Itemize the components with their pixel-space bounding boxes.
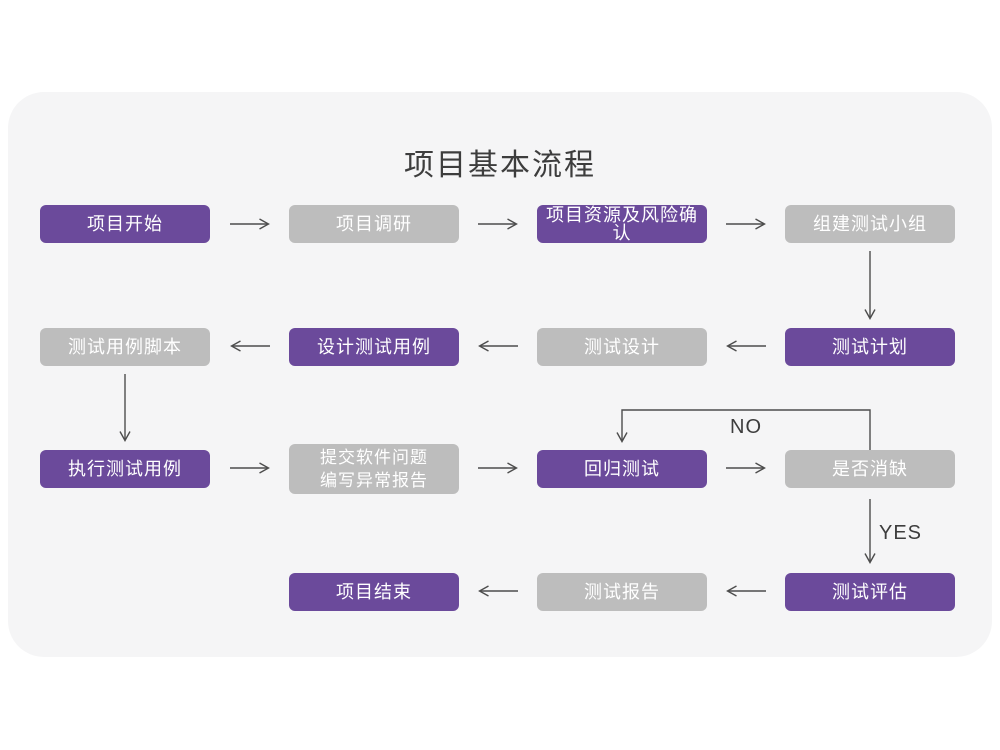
node-test-evaluation: 测试评估 (785, 573, 955, 611)
node-label: 测试计划 (832, 337, 908, 357)
node-test-report: 测试报告 (537, 573, 707, 611)
node-label: 执行测试用例 (68, 459, 182, 479)
node-label: 项目调研 (336, 214, 412, 234)
edge-label-yes: YES (879, 522, 923, 544)
node-test-plan: 测试计划 (785, 328, 955, 366)
page-title: 项目基本流程 (404, 149, 596, 182)
node-design-test-cases: 设计测试用例 (289, 328, 459, 366)
flowchart-card-background (8, 92, 992, 657)
node-label-line2: 编写异常报告 (320, 471, 428, 490)
node-label: 测试用例脚本 (68, 337, 182, 357)
node-project-research: 项目调研 (289, 205, 459, 243)
node-label: 回归测试 (584, 459, 660, 479)
node-label-line1: 提交软件问题 (320, 448, 428, 467)
node-regression-test: 回归测试 (537, 450, 707, 488)
node-submit-issues: 提交软件问题 编写异常报告 (289, 444, 459, 494)
node-label: 组建测试小组 (813, 214, 927, 234)
node-label: 测试评估 (832, 582, 908, 602)
node-test-design: 测试设计 (537, 328, 707, 366)
node-label: 项目结束 (336, 582, 412, 602)
edge-label-no: NO (730, 416, 762, 438)
node-test-case-script: 测试用例脚本 (40, 328, 210, 366)
node-label: 项目资源及风险确认 (546, 205, 698, 243)
node-defect-cleared: 是否消缺 (785, 450, 955, 488)
node-form-test-team: 组建测试小组 (785, 205, 955, 243)
node-label: 设计测试用例 (317, 337, 431, 357)
node-label: 项目开始 (87, 214, 163, 234)
node-execute-test-cases: 执行测试用例 (40, 450, 210, 488)
node-project-start: 项目开始 (40, 205, 210, 243)
node-resources-risk: 项目资源及风险确认 (537, 205, 707, 243)
node-label: 测试报告 (584, 582, 660, 602)
node-project-end: 项目结束 (289, 573, 459, 611)
node-label: 测试设计 (584, 337, 660, 357)
node-label: 是否消缺 (832, 459, 908, 479)
